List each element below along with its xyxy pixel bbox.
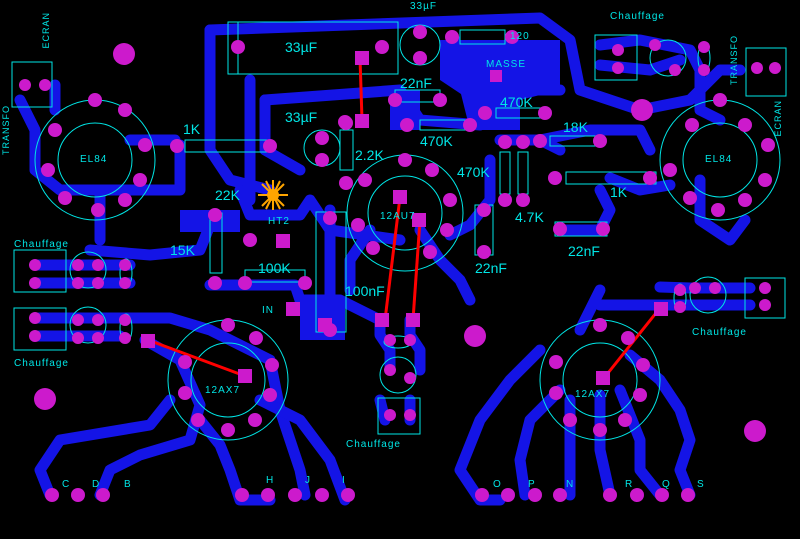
cap-33uf-big-outline [227,21,399,75]
pads [19,25,781,502]
silkscreen [11,21,787,441]
ht2-star-icon [258,180,288,210]
copper-traces [14,12,756,506]
ground-plane [180,40,560,340]
12au7-outline [346,154,464,272]
